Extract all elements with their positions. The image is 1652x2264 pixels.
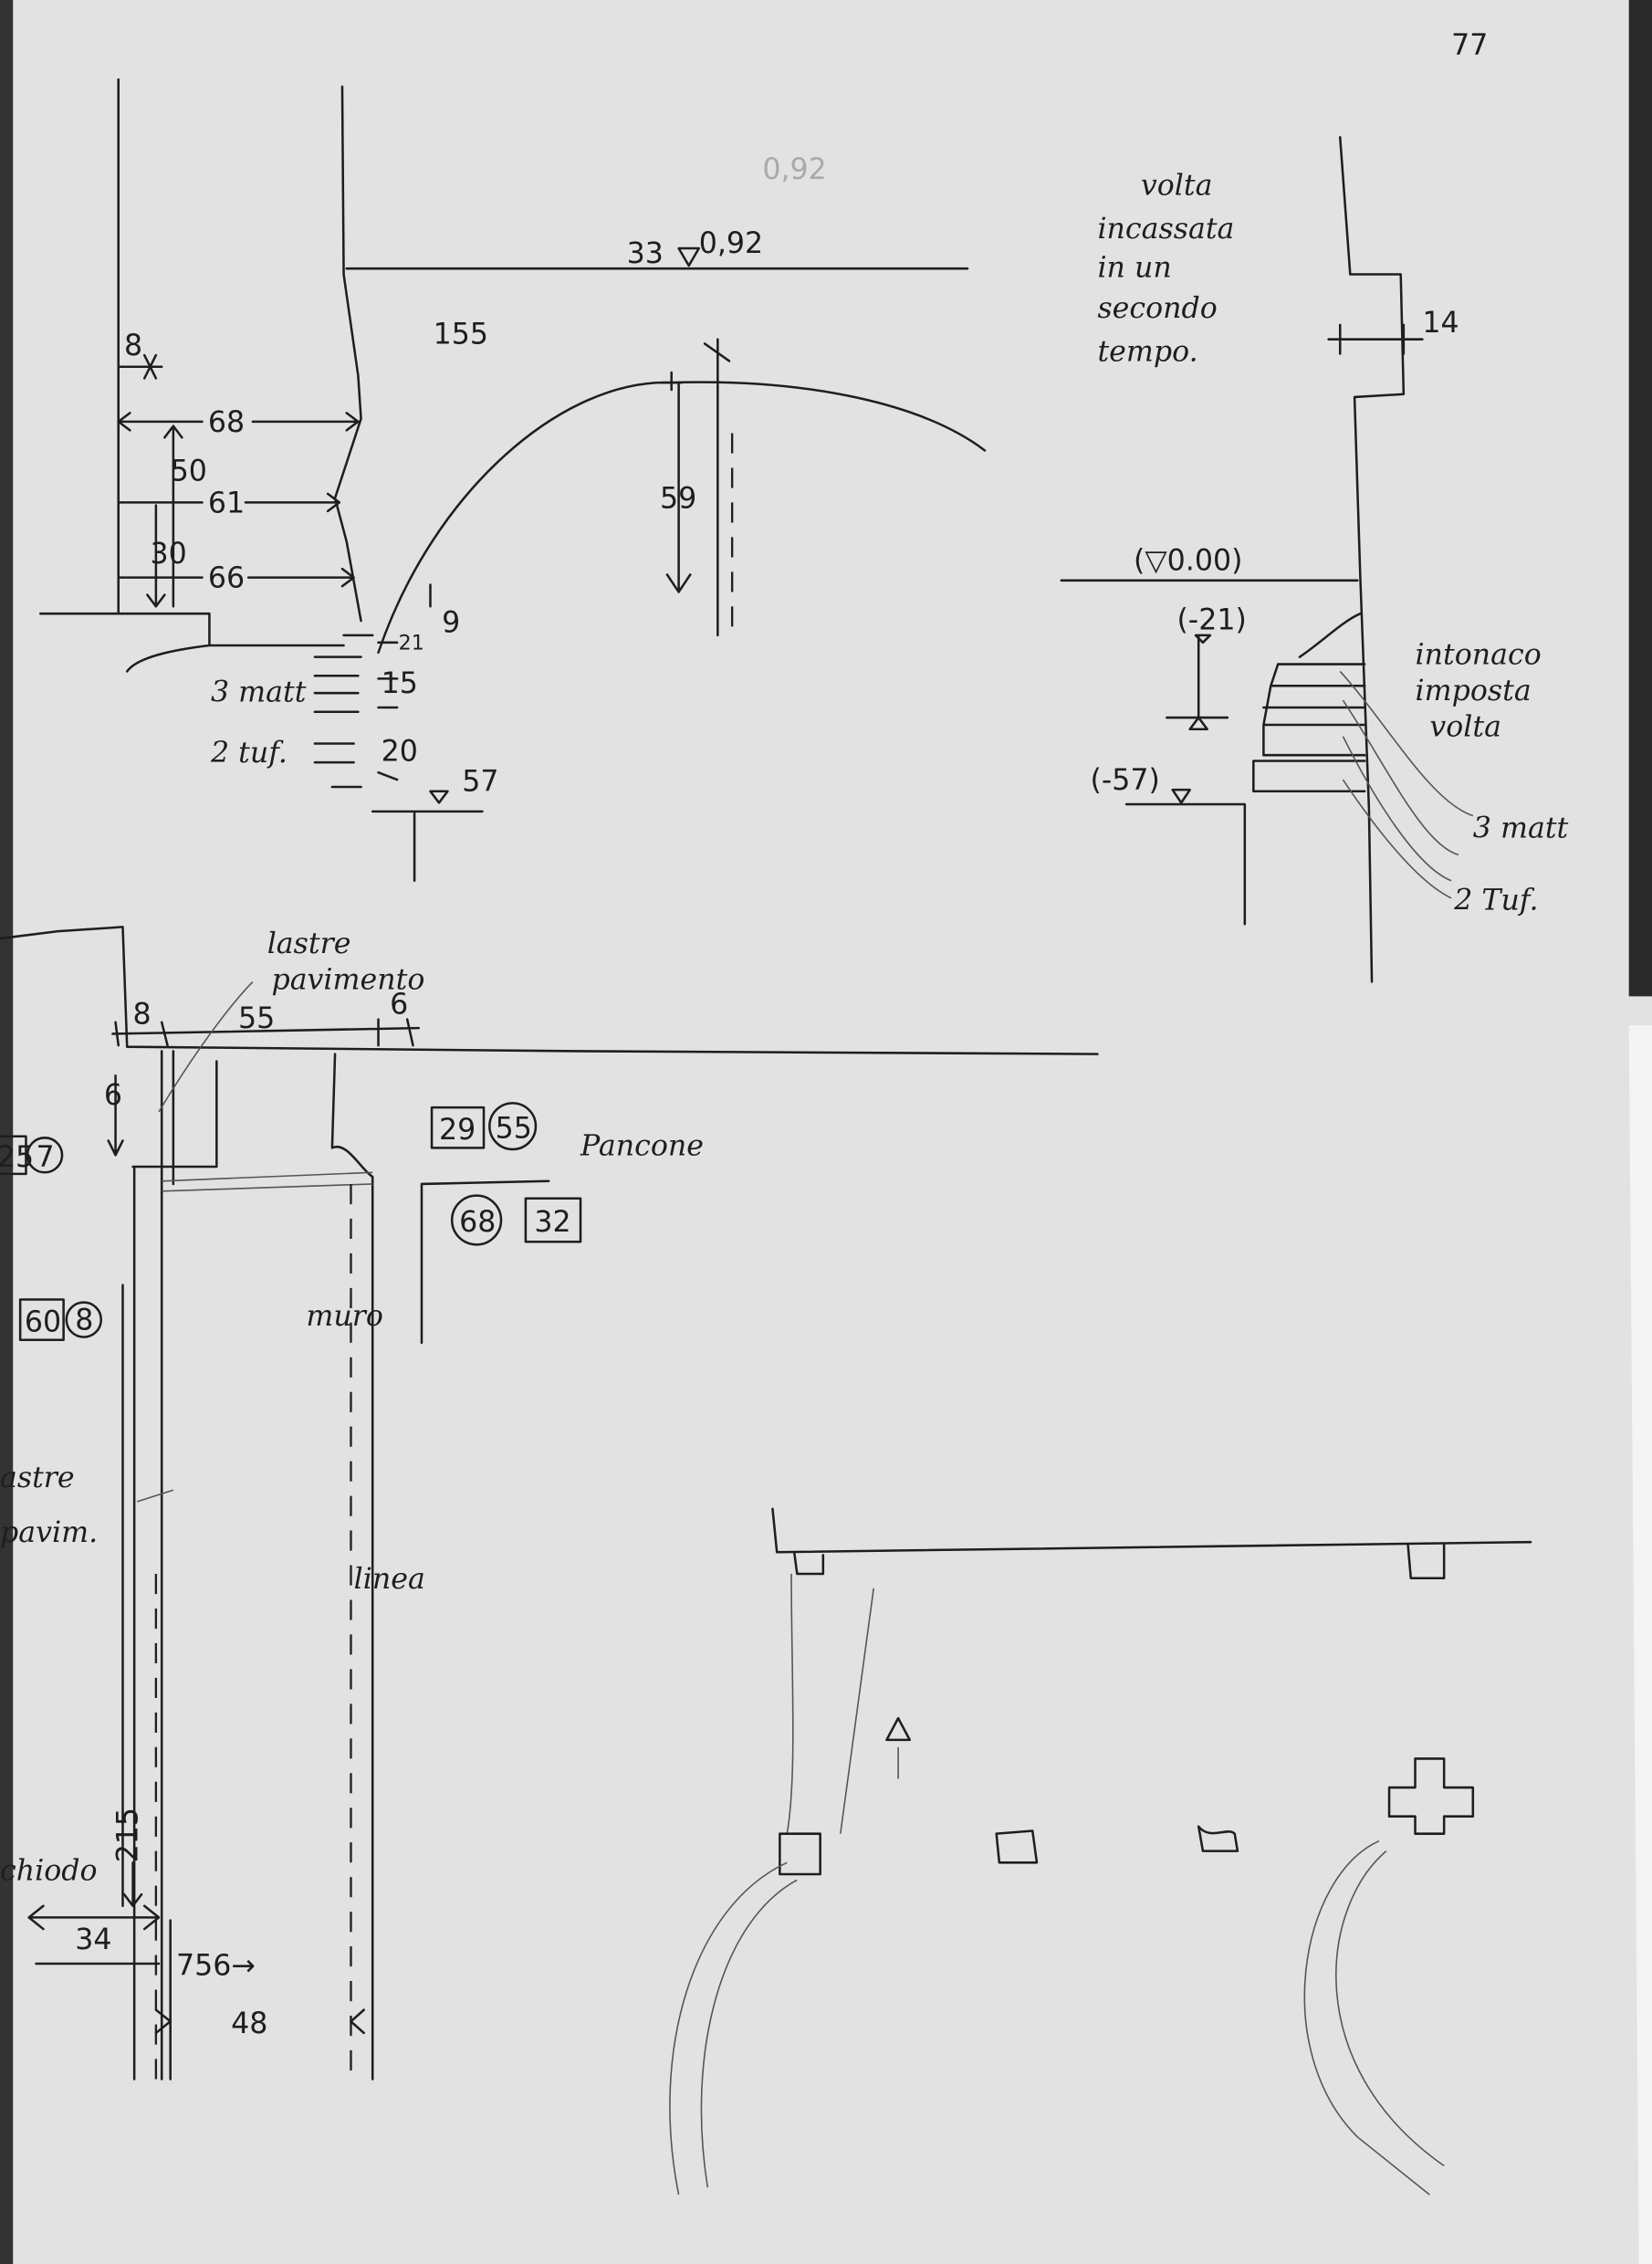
dim-155: 155 bbox=[434, 318, 488, 351]
svg-text:secondo: secondo bbox=[1097, 292, 1217, 325]
dim-66: 66 bbox=[208, 562, 245, 595]
tag-box-29 bbox=[430, 1106, 486, 1149]
svg-text:imposta: imposta bbox=[1416, 675, 1532, 708]
tag-32: 32 bbox=[534, 1206, 570, 1239]
arch-elevation bbox=[39, 78, 987, 883]
note-intonaco: intonaco imposta volta bbox=[1416, 639, 1542, 744]
label-2-tuf: 2 tuf. bbox=[210, 737, 288, 770]
page-number: 77 bbox=[1451, 29, 1488, 62]
dim-57: 57 bbox=[462, 766, 498, 799]
label-linea: linea bbox=[354, 1563, 425, 1596]
dim-6-side: 6 bbox=[104, 1079, 122, 1112]
tag-55: 55 bbox=[496, 1112, 532, 1145]
tag-box-60 bbox=[18, 1298, 65, 1342]
level-092: 0,92 bbox=[699, 227, 763, 260]
right-page-edge bbox=[1628, 1024, 1652, 2264]
svg-text:tempo.: tempo. bbox=[1097, 335, 1197, 368]
dim-59: 59 bbox=[660, 483, 696, 516]
tag-box-25 bbox=[0, 1135, 27, 1176]
tag-circle-7 bbox=[26, 1137, 64, 1174]
svg-text:volta: volta bbox=[1429, 711, 1501, 744]
tag-box-32 bbox=[524, 1197, 582, 1243]
note-volta-incassata: volta incassata in un secondo tempo. bbox=[1097, 170, 1234, 369]
level-minus-21: (-21) bbox=[1176, 604, 1246, 637]
tag-8: 8 bbox=[75, 1305, 93, 1337]
dim-55-plan: 55 bbox=[238, 1002, 275, 1035]
dim-6-top: 6 bbox=[390, 988, 408, 1021]
dim-34: 34 bbox=[75, 1923, 111, 1956]
svg-text:incassata: incassata bbox=[1097, 213, 1234, 246]
bottom-right-sketch bbox=[669, 1507, 1532, 2196]
dim-756: 756→ bbox=[176, 1950, 256, 1983]
label-lastre: lastre bbox=[267, 928, 351, 960]
dim-61: 61 bbox=[208, 487, 245, 519]
label-pavimento: pavimento bbox=[271, 963, 424, 996]
label-muro: muro bbox=[306, 1300, 383, 1333]
dim-30: 30 bbox=[151, 538, 187, 571]
dim-21: 21 bbox=[399, 632, 424, 655]
tag-7: 7 bbox=[37, 1141, 55, 1174]
dim-20: 20 bbox=[382, 736, 418, 769]
dim-48: 48 bbox=[231, 2007, 267, 2040]
level-minus-57: (-57) bbox=[1091, 764, 1160, 797]
svg-text:in un: in un bbox=[1097, 252, 1171, 285]
dim-14: 14 bbox=[1422, 307, 1459, 340]
tag-29: 29 bbox=[439, 1114, 476, 1147]
tag-circle-68 bbox=[450, 1194, 503, 1246]
tag-60: 60 bbox=[25, 1305, 61, 1338]
faint-level: 0,92 bbox=[762, 153, 826, 186]
label-3-matt-section: 3 matt bbox=[1473, 812, 1569, 844]
tag-circle-55 bbox=[488, 1102, 538, 1151]
dim-8-plan: 8 bbox=[133, 998, 152, 1031]
dim-50: 50 bbox=[171, 456, 207, 488]
level-0-00: (▽0.00) bbox=[1134, 545, 1242, 578]
floor-plan bbox=[0, 926, 1099, 2081]
level-33: 33 bbox=[627, 237, 664, 270]
right-dark-edge bbox=[1628, 0, 1652, 997]
wall-section bbox=[1060, 135, 1474, 983]
svg-text:intonaco: intonaco bbox=[1416, 639, 1542, 672]
tag-68: 68 bbox=[459, 1206, 496, 1239]
label-chiodo: chiodo bbox=[0, 1854, 98, 1887]
label-pavim-side: pavim. bbox=[0, 1516, 98, 1549]
label-pancone: Pancone bbox=[580, 1129, 704, 1162]
label-2-tuf-section: 2 Tuf. bbox=[1453, 884, 1538, 917]
dim-15: 15 bbox=[382, 667, 418, 700]
tag-circle-8 bbox=[65, 1301, 103, 1338]
svg-text:volta: volta bbox=[1141, 170, 1213, 203]
label-3-matt: 3 matt bbox=[211, 676, 307, 709]
dim-8: 8 bbox=[124, 330, 142, 362]
level-triangle-icon bbox=[677, 246, 701, 267]
left-page-edge bbox=[0, 0, 14, 2264]
dim-215: 215 bbox=[111, 1808, 144, 1862]
label-lastre-side: astre bbox=[0, 1462, 75, 1494]
dim-9: 9 bbox=[442, 607, 460, 640]
dim-68: 68 bbox=[208, 406, 245, 439]
